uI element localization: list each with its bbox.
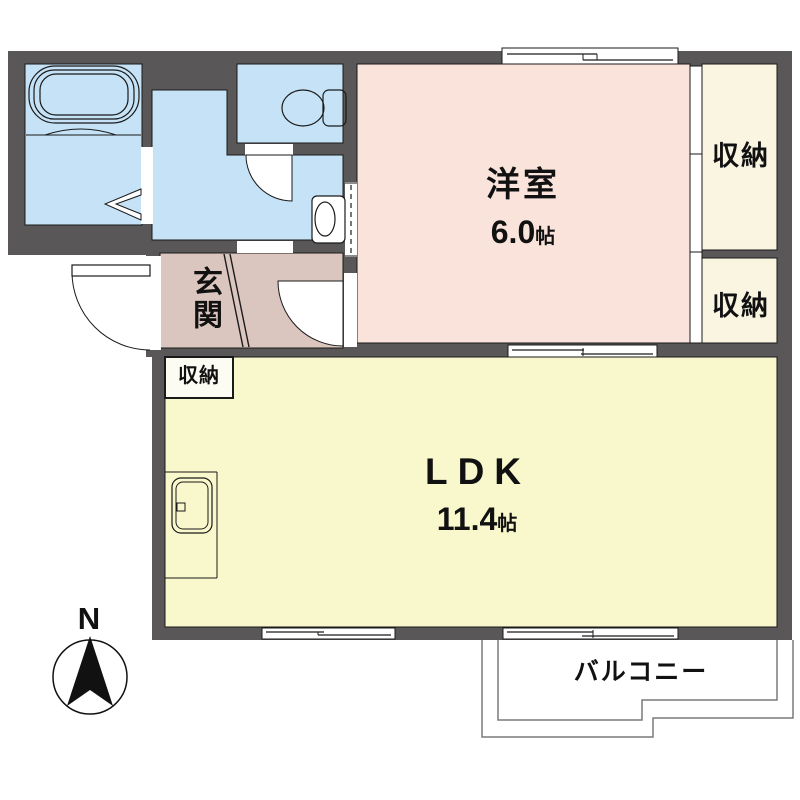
washbasin-icon bbox=[311, 195, 346, 244]
entrance-closet-label: 収納 bbox=[178, 365, 220, 387]
ldk-window bbox=[261, 627, 396, 640]
toilet-door-swing bbox=[245, 154, 293, 202]
washroom-opening bbox=[237, 241, 293, 253]
kitchen-sink-icon bbox=[165, 471, 218, 579]
western-ldk-sliding-door bbox=[507, 344, 658, 358]
bathtub-icon bbox=[26, 65, 141, 136]
front-door bbox=[71, 256, 161, 351]
closet-bottom-floor bbox=[701, 257, 778, 344]
western-room-floor bbox=[356, 63, 691, 344]
balcony-sliding-door bbox=[502, 627, 679, 640]
bathroom-door-opening bbox=[141, 147, 153, 224]
western-room-area: 6.0 bbox=[490, 214, 536, 250]
western-room-area-unit: 帖 bbox=[535, 226, 556, 248]
front-door-leaf bbox=[71, 264, 151, 277]
western-door-opening bbox=[344, 273, 357, 347]
ldk-label: LDK bbox=[424, 451, 532, 492]
closet-top-floor bbox=[701, 63, 778, 251]
closet-doors bbox=[689, 65, 703, 344]
ldk-area: 11.4 bbox=[436, 501, 498, 537]
closet-bottom-label: 収納 bbox=[712, 291, 770, 321]
toilet-icon bbox=[281, 89, 347, 127]
folding-door-icon bbox=[103, 188, 142, 221]
western-door-swing bbox=[277, 280, 344, 347]
compass-north-label: N bbox=[77, 601, 101, 636]
entrance-closet-box bbox=[164, 356, 234, 399]
entrance-label: 玄関 bbox=[188, 266, 221, 332]
front-door-swing bbox=[71, 271, 151, 351]
compass bbox=[52, 636, 128, 715]
western-room-window bbox=[501, 47, 679, 65]
toilet-floor bbox=[236, 63, 344, 144]
western-room-size: 6.0帖 bbox=[433, 214, 613, 250]
dashed-opening bbox=[345, 182, 357, 257]
compass-north-arrow-icon bbox=[67, 636, 113, 706]
balcony-outline bbox=[481, 640, 794, 738]
ldk-area-unit: 帖 bbox=[497, 513, 518, 535]
balcony-label: バルコニー bbox=[573, 658, 709, 686]
fixtures bbox=[26, 65, 347, 579]
closet-top-label: 収納 bbox=[712, 141, 770, 171]
entrance-step-line bbox=[223, 253, 250, 348]
western-room-label: 洋室 bbox=[486, 166, 560, 204]
toilet-door-opening bbox=[245, 144, 293, 155]
openings-and-doors bbox=[71, 47, 703, 640]
ldk-floor bbox=[164, 356, 778, 628]
ldk-size: 11.4帖 bbox=[387, 501, 567, 537]
